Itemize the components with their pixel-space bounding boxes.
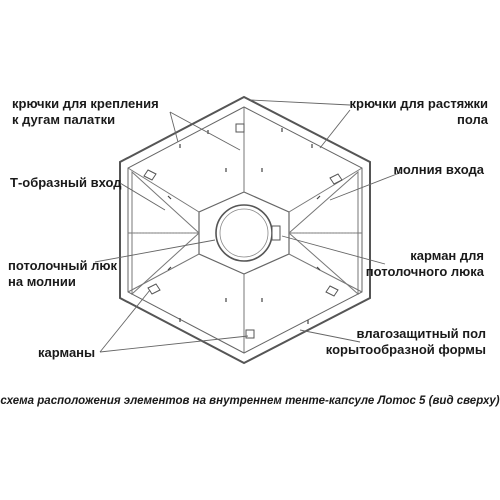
pocket-shapes — [143, 123, 343, 339]
label-hooks-arcs: крючки для крепления к дугам палатки — [12, 96, 159, 128]
label-hatch-pocket-line1: карман для — [410, 248, 484, 263]
label-pockets-line1: карманы — [38, 345, 96, 360]
outer-hexagon — [119, 95, 371, 365]
label-floor: влагозащитный пол корытообразной формы — [326, 326, 486, 358]
label-hooks-arcs-line2: к дугам палатки — [12, 112, 116, 127]
label-ceiling-hatch-line2: на молнии — [8, 274, 76, 289]
label-ceiling-hatch-line1: потолочный люк — [8, 258, 117, 273]
ceiling-hatch-circle — [215, 204, 273, 262]
label-hatch-pocket: карман для потолочного люка — [366, 248, 484, 280]
label-zipper-entrance-line1: молния входа — [393, 162, 484, 177]
label-pockets: карманы — [38, 345, 95, 361]
label-zipper-entrance: молния входа — [393, 162, 484, 178]
hatch-pocket-shape — [271, 225, 281, 241]
label-ceiling-hatch: потолочный люк на молнии — [8, 258, 117, 290]
label-hooks-floor: крючки для растяжки пола — [350, 96, 489, 128]
label-floor-line1: влагозащитный пол — [356, 326, 486, 341]
label-hatch-pocket-line2: потолочного люка — [365, 264, 484, 279]
label-t-entrance-line1: Т-образный вход — [10, 175, 122, 190]
hook-marks — [167, 128, 321, 324]
leader-lines — [94, 99, 403, 353]
label-hooks-floor-line1: крючки для растяжки — [349, 96, 489, 111]
label-t-entrance: Т-образный вход — [10, 175, 122, 191]
ceiling-hatch-inner-circle — [219, 208, 269, 258]
diagram-caption: схема расположения элементов на внутренн… — [0, 395, 500, 407]
label-hooks-floor-line2: пола — [457, 112, 488, 127]
label-hooks-arcs-line1: крючки для крепления — [12, 96, 159, 111]
label-floor-line2: корытообразной формы — [325, 342, 486, 357]
